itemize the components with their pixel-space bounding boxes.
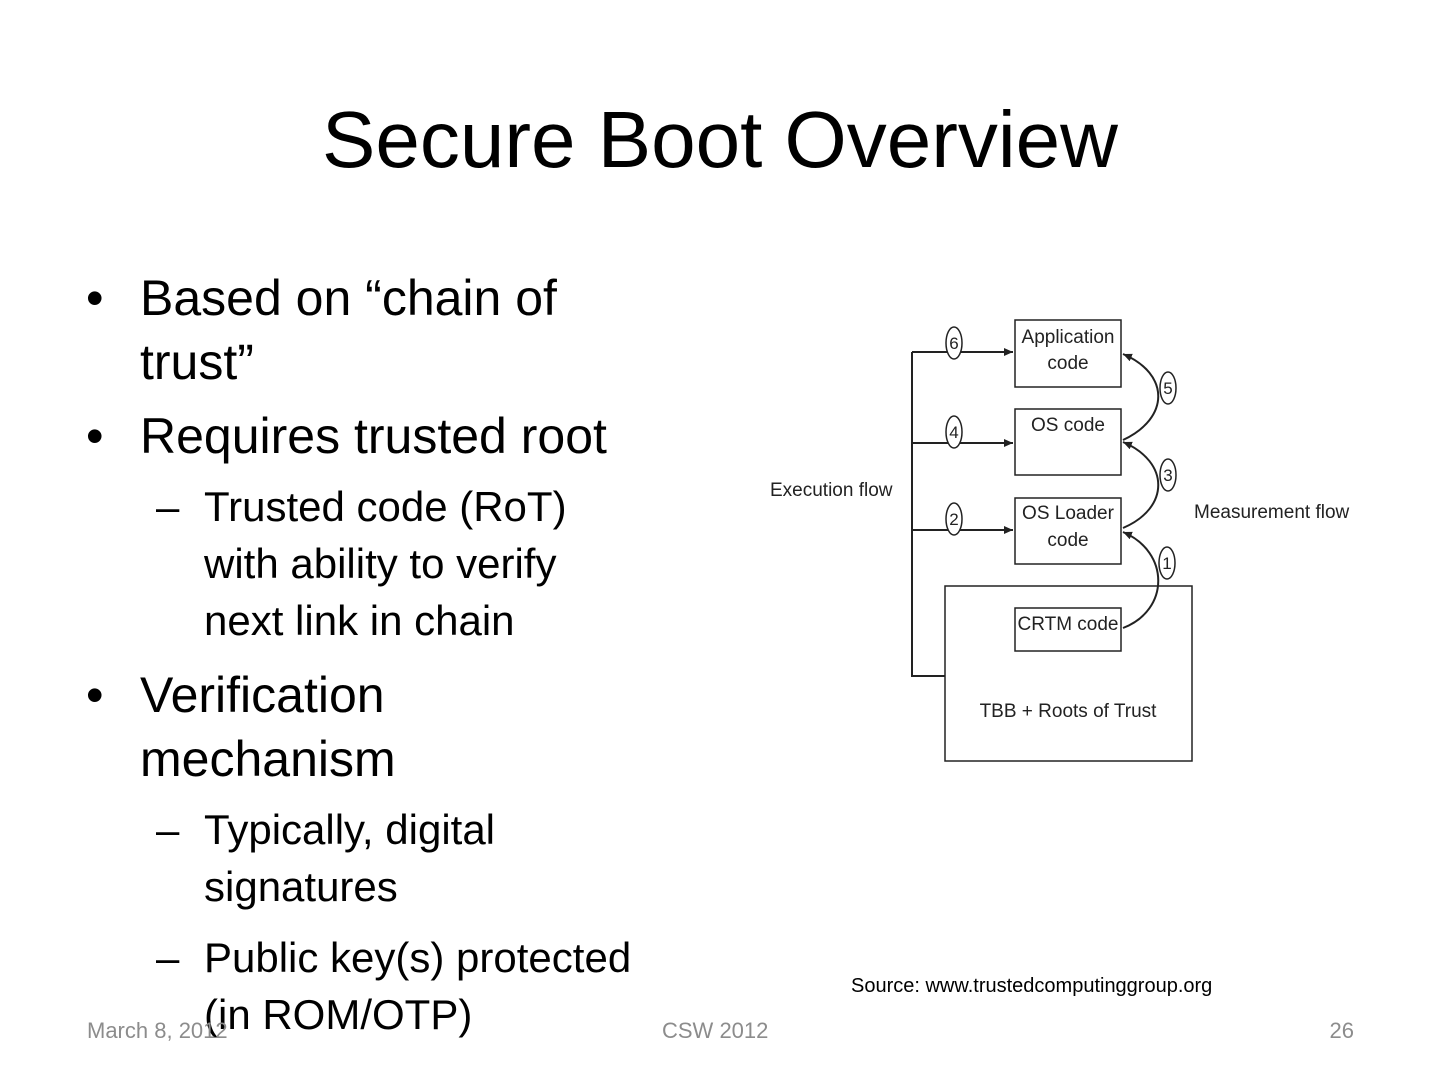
step-circle-6 [945,326,963,360]
sub-bullet-line: Typically, digital [204,806,496,853]
os-loader-label-1: OS Loader [1022,503,1115,524]
os-loader-code-box [1014,497,1122,565]
tbb-box [944,585,1193,762]
step-number-4: 4 [949,423,958,442]
bullet-list: • Based on “chain of trust” • Requires t… [82,266,722,1057]
bullet-glyph: • [86,270,104,326]
sub-bullet-line: signatures [204,863,398,910]
bullet-glyph: • [86,408,104,464]
bullet-trusted-root: • Requires trusted root [82,404,722,468]
bullet-chain-of-trust: • Based on “chain of trust” [82,266,722,394]
sub-bullet-glyph: – [156,483,180,530]
execution-trunk-line [911,352,945,677]
application-code-label-2: code [1047,353,1088,374]
sub-bullet-line: with ability to verify [204,540,557,587]
footer-page-number: 26 [1329,1018,1354,1043]
os-code-label: OS code [1031,415,1105,436]
footer-date: March 8, 2012 [87,1018,228,1043]
sub-bullet-line: Public key(s) protected [204,934,632,981]
bullet-line: trust” [140,334,254,390]
step-number-3: 3 [1163,466,1172,485]
measurement-arrow-5 [1122,353,1160,441]
tbb-label: TBB + Roots of Trust [980,701,1158,722]
crtm-code-label: CRTM code [1017,614,1118,635]
sub-bullet-glyph: – [156,806,180,853]
source-credit: Source: www.trustedcomputinggroup.org [851,975,1213,997]
sub-bullet-line: next link in chain [204,597,515,644]
step-circle-2 [945,502,963,536]
step-circle-4 [945,415,963,449]
step-number-2: 2 [949,510,958,529]
slide-title: Secure Boot Overview [322,95,1118,184]
application-code-box [1014,319,1122,388]
os-code-box [1014,408,1122,476]
bullet-line: mechanism [140,731,396,787]
bullet-glyph: • [86,667,104,723]
step-circle-5 [1159,371,1177,405]
crtm-code-box [1014,607,1122,652]
os-loader-label-2: code [1047,530,1088,551]
sub-bullet-line: Trusted code (RoT) [204,483,567,530]
step-circle-3 [1159,458,1177,492]
measurement-arrow-1 [1122,531,1160,629]
bullet-line: Based on “chain of [140,270,557,326]
measurement-flow-label: Measurement flow [1194,502,1350,523]
sub-bullet-signatures: – Typically, digital signatures [82,801,722,915]
bullet-verification: • Verification mechanism [82,663,722,791]
step-number-1: 1 [1162,554,1171,573]
measurement-arrow-3 [1122,441,1160,529]
execution-flow-label: Execution flow [770,480,893,501]
bullet-line: Verification [140,667,385,723]
step-number-5: 5 [1163,379,1172,398]
sub-bullet-trusted-code: – Trusted code (RoT) with ability to ver… [82,478,722,649]
sub-bullet-line: (in ROM/OTP) [204,991,473,1038]
sub-bullet-public-keys: – Public key(s) protected (in ROM/OTP) [82,929,722,1043]
footer-conference: CSW 2012 [662,1018,769,1043]
step-circle-1 [1158,546,1176,580]
step-number-6: 6 [949,334,958,353]
bullet-line: Requires trusted root [140,408,607,464]
sub-bullet-glyph: – [156,934,180,981]
chain-of-trust-diagram: 6 4 2 TBB + Roots of Trust Application c… [770,319,1350,762]
application-code-label-1: Application [1022,327,1115,348]
